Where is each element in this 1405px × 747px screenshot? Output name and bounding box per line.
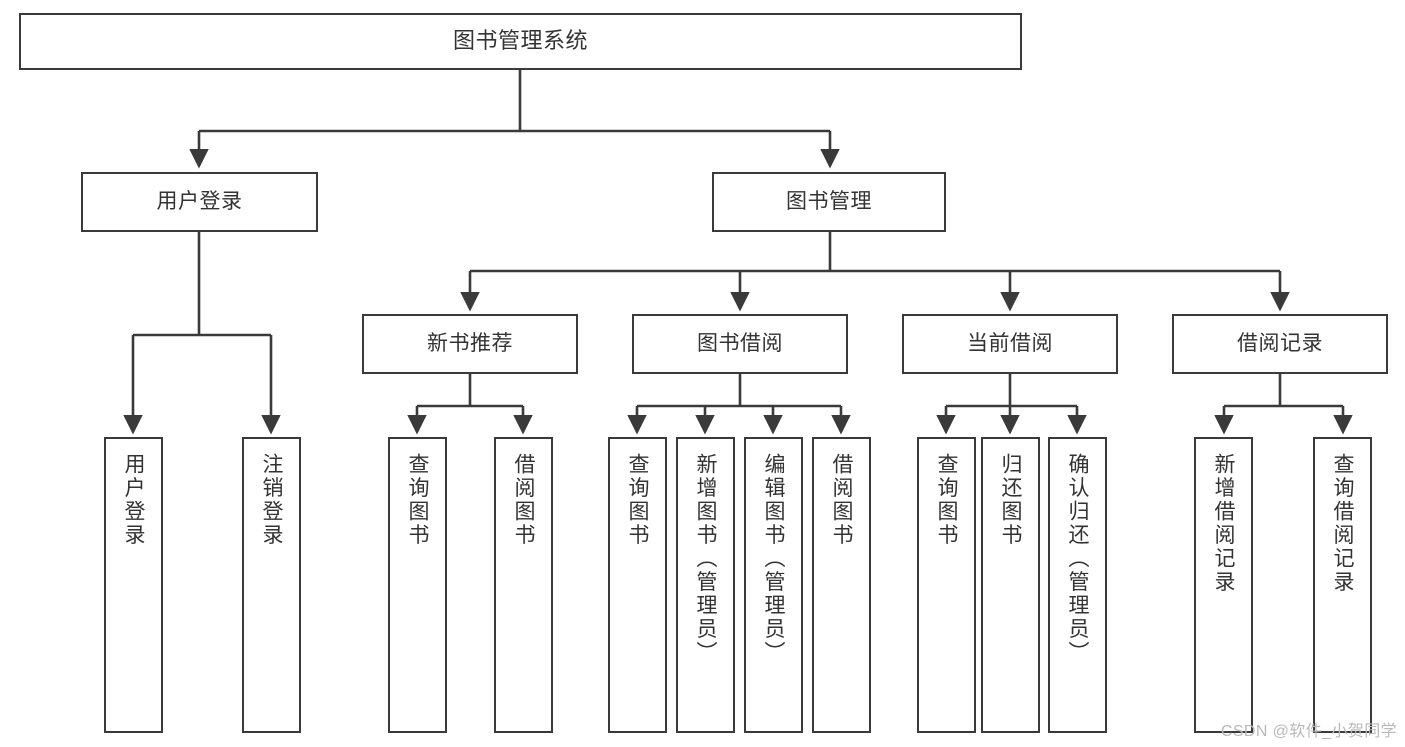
leaf-query-book-recommend[interactable]: 查询图书 bbox=[388, 437, 447, 733]
node-label: 用户登录 bbox=[156, 190, 243, 214]
node-label: 借阅图书 bbox=[512, 453, 535, 547]
node-label: 查询借阅记录 bbox=[1331, 453, 1354, 594]
leaf-add-borrow-record[interactable]: 新增借阅记录 bbox=[1194, 437, 1253, 733]
leaf-borrow-book-recommend[interactable]: 借阅图书 bbox=[494, 437, 553, 733]
leaf-query-book-borrow[interactable]: 查询图书 bbox=[608, 437, 667, 733]
node-label: 新增图书（管理员） bbox=[694, 453, 717, 665]
node-book-borrow[interactable]: 图书借阅 bbox=[632, 314, 848, 374]
node-label: 图书借阅 bbox=[697, 332, 783, 356]
leaf-return-book[interactable]: 归还图书 bbox=[981, 437, 1040, 733]
node-label: 查询图书 bbox=[935, 453, 958, 547]
node-book-management[interactable]: 图书管理 bbox=[712, 172, 946, 232]
node-borrow-record[interactable]: 借阅记录 bbox=[1172, 314, 1388, 374]
leaf-logout[interactable]: 注销登录 bbox=[242, 437, 301, 733]
leaf-query-borrow-record[interactable]: 查询借阅记录 bbox=[1313, 437, 1372, 733]
node-label: 借阅图书 bbox=[830, 453, 853, 547]
node-label: 查询图书 bbox=[406, 453, 429, 547]
node-label: 图书管理 bbox=[786, 190, 872, 214]
node-label: 编辑图书（管理员） bbox=[762, 453, 785, 665]
node-label: 新书推荐 bbox=[427, 332, 513, 356]
node-label: 归还图书 bbox=[999, 453, 1022, 547]
leaf-user-login[interactable]: 用户登录 bbox=[104, 437, 163, 733]
node-label: 当前借阅 bbox=[967, 332, 1053, 356]
node-label: 图书管理系统 bbox=[452, 28, 588, 54]
node-label: 新增借阅记录 bbox=[1212, 453, 1235, 594]
leaf-borrow-book[interactable]: 借阅图书 bbox=[812, 437, 871, 733]
leaf-query-book-current[interactable]: 查询图书 bbox=[917, 437, 976, 733]
node-root-book-management-system[interactable]: 图书管理系统 bbox=[19, 13, 1022, 70]
node-user-login[interactable]: 用户登录 bbox=[81, 172, 318, 232]
node-label: 注销登录 bbox=[260, 453, 283, 547]
watermark: CSDN @软件_小贺同学 bbox=[1220, 723, 1397, 740]
node-label: 用户登录 bbox=[122, 453, 145, 547]
leaf-add-book-admin[interactable]: 新增图书（管理员） bbox=[676, 437, 735, 733]
node-label: 借阅记录 bbox=[1237, 332, 1323, 356]
node-label: 确认归还（管理员） bbox=[1066, 453, 1089, 665]
leaf-confirm-return-admin[interactable]: 确认归还（管理员） bbox=[1048, 437, 1107, 733]
node-current-borrow[interactable]: 当前借阅 bbox=[902, 314, 1118, 374]
node-label: 查询图书 bbox=[626, 453, 649, 547]
node-new-book-recommend[interactable]: 新书推荐 bbox=[362, 314, 578, 374]
leaf-edit-book-admin[interactable]: 编辑图书（管理员） bbox=[744, 437, 803, 733]
